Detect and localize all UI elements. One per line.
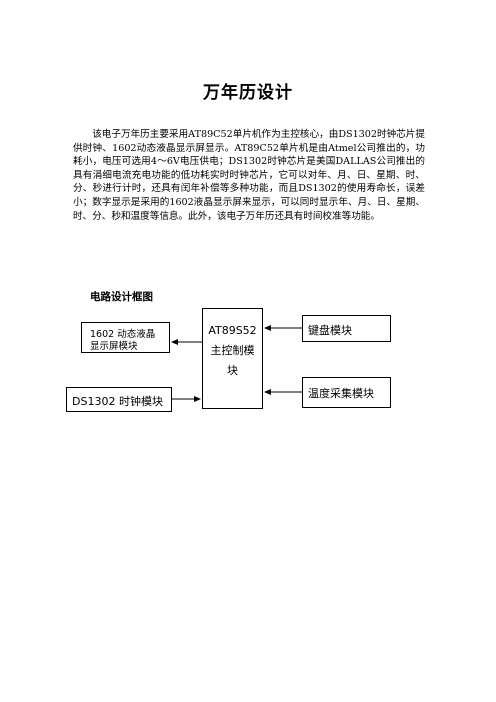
section-title: 电路设计框图	[90, 291, 153, 303]
temperature-module: 温度采集模块	[302, 377, 391, 408]
lcd-module-label-line1: 1602 动态液晶	[90, 329, 156, 340]
cpu-label-line2: 主控制模	[210, 344, 255, 357]
intro-paragraph-text: 该电子万年历主要采用AT89C52单片机作为主控核心，由DS1302时钟芯片提供…	[73, 129, 425, 222]
main-controller-module: AT89S52 主控制模 块	[202, 308, 263, 409]
page-title: 万年历设计	[203, 83, 293, 103]
lcd-module-label-line2: 显示屏模块	[90, 341, 138, 352]
cpu-label-line3: 块	[227, 364, 238, 377]
cpu-label-line1: AT89S52	[208, 324, 257, 337]
clock-module: DS1302 时钟模块	[66, 387, 172, 412]
keyboard-module: 键盘模块	[302, 315, 391, 342]
lcd-display-module: 1602 动态液晶 显示屏模块	[81, 322, 170, 353]
intro-paragraph: 该电子万年历主要采用AT89C52单片机作为主控核心，由DS1302时钟芯片提供…	[73, 128, 425, 223]
